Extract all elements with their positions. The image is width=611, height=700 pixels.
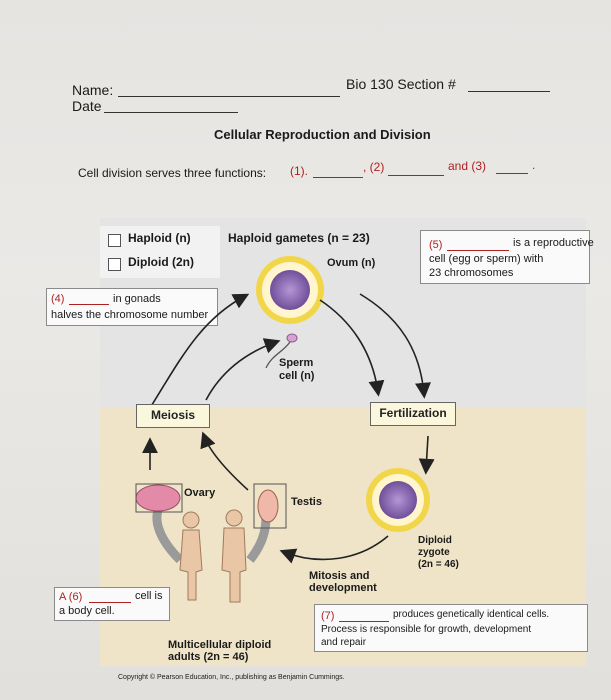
copyright-text: Copyright © Pearson Education, Inc., pub… [118,674,345,681]
name-label: Name: [72,82,114,98]
blank-1-label: (1). [290,164,308,178]
callout-7-text-c: and repair [321,637,367,648]
arrow-ovum-to-fertilization [319,299,385,397]
arrow-meiosis-to-ovum [149,293,250,409]
sperm-tail [265,341,291,369]
callout-4-text-a: in gonads [113,293,161,305]
callout-6-box: A (6) cell is a body cell. [54,587,170,621]
legend-diploid: Diploid (2n) [128,255,194,269]
legend-haploid: Haploid (n) [128,231,191,245]
callout-6-number: A (6) [59,591,83,603]
date-field-line[interactable] [104,112,238,113]
testis-image [257,489,279,523]
callout-6-text-b: a body cell. [59,605,115,617]
callout-4-text-b: halves the chromosome number [51,309,209,321]
section-label: Bio 130 Section # [346,76,456,92]
callout-7-number: (7) [321,610,335,622]
adult-figures [179,509,247,603]
ovum-label: Ovum (n) [327,257,376,269]
blank-2-line[interactable] [388,175,444,176]
callout-5-text-c: 23 chromosomes [429,267,514,279]
arrow-testis-to-meiosis [200,431,249,491]
fertilization-label: Fertilization [370,402,456,426]
callout-7-text-a: produces genetically identical cells. [393,609,550,620]
callout-5-number: (5) [429,239,443,251]
haploid-checkbox[interactable] [108,234,121,247]
functions-prefix: Cell division serves three functions: [78,166,267,180]
arrow-zygote-to-adults [279,535,389,564]
legend-box: Haploid (n) Diploid (2n) [100,226,220,278]
sperm-label: Sperm cell (n) [279,357,315,382]
ovary-image [135,484,181,512]
callout-4-box: (4) in gonads halves the chromosome numb… [46,288,218,326]
callout-5-text-a: is a reproductive [513,237,594,249]
blank-3-line[interactable] [496,173,528,174]
callout-4-line[interactable] [69,304,109,305]
functions-end: . [532,158,536,172]
callout-7-box: (7) produces genetically identical cells… [314,604,588,652]
haploid-gametes-label: Haploid gametes (n = 23) [228,231,370,245]
callout-5-line[interactable] [447,250,509,251]
callout-6-line[interactable] [89,602,131,603]
arrow-meiosis-to-sperm [205,338,281,401]
mitosis-label: Mitosis and development [309,570,377,594]
callout-7-line[interactable] [339,621,389,622]
arrow-gametes-to-fertilization [359,293,431,399]
meiosis-label: Meiosis [136,404,210,428]
callout-5-box: (5) is a reproductive cell (egg or sperm… [420,230,594,284]
callout-6-text-a: cell is [135,590,163,602]
ovary-label: Ovary [184,487,216,499]
section-field-line[interactable] [468,91,550,92]
testis-label: Testis [291,496,322,508]
blank-2-label: , (2) [363,160,385,174]
arrow-fertilization-to-zygote [418,435,435,475]
blank-3-label: and (3) [448,159,487,173]
zygote-nucleus [379,481,417,519]
date-label: Date [72,98,102,114]
callout-7-text-b: Process is responsible for growth, devel… [321,624,532,635]
adult-to-ovary-arrow [152,503,184,564]
zygote-label: Diploid zygote (2n = 46) [418,535,459,570]
name-field-line[interactable] [118,96,340,97]
page-title: Cellular Reproduction and Division [214,127,431,142]
diploid-checkbox[interactable] [108,258,121,271]
blank-1-line[interactable] [313,177,363,178]
sperm-head [286,333,298,343]
callout-5-text-b: cell (egg or sperm) with [429,253,544,265]
callout-4-number: (4) [51,293,65,305]
adults-label: Multicellular diploid adults (2n = 46) [168,639,272,663]
ovum-nucleus [270,270,310,310]
